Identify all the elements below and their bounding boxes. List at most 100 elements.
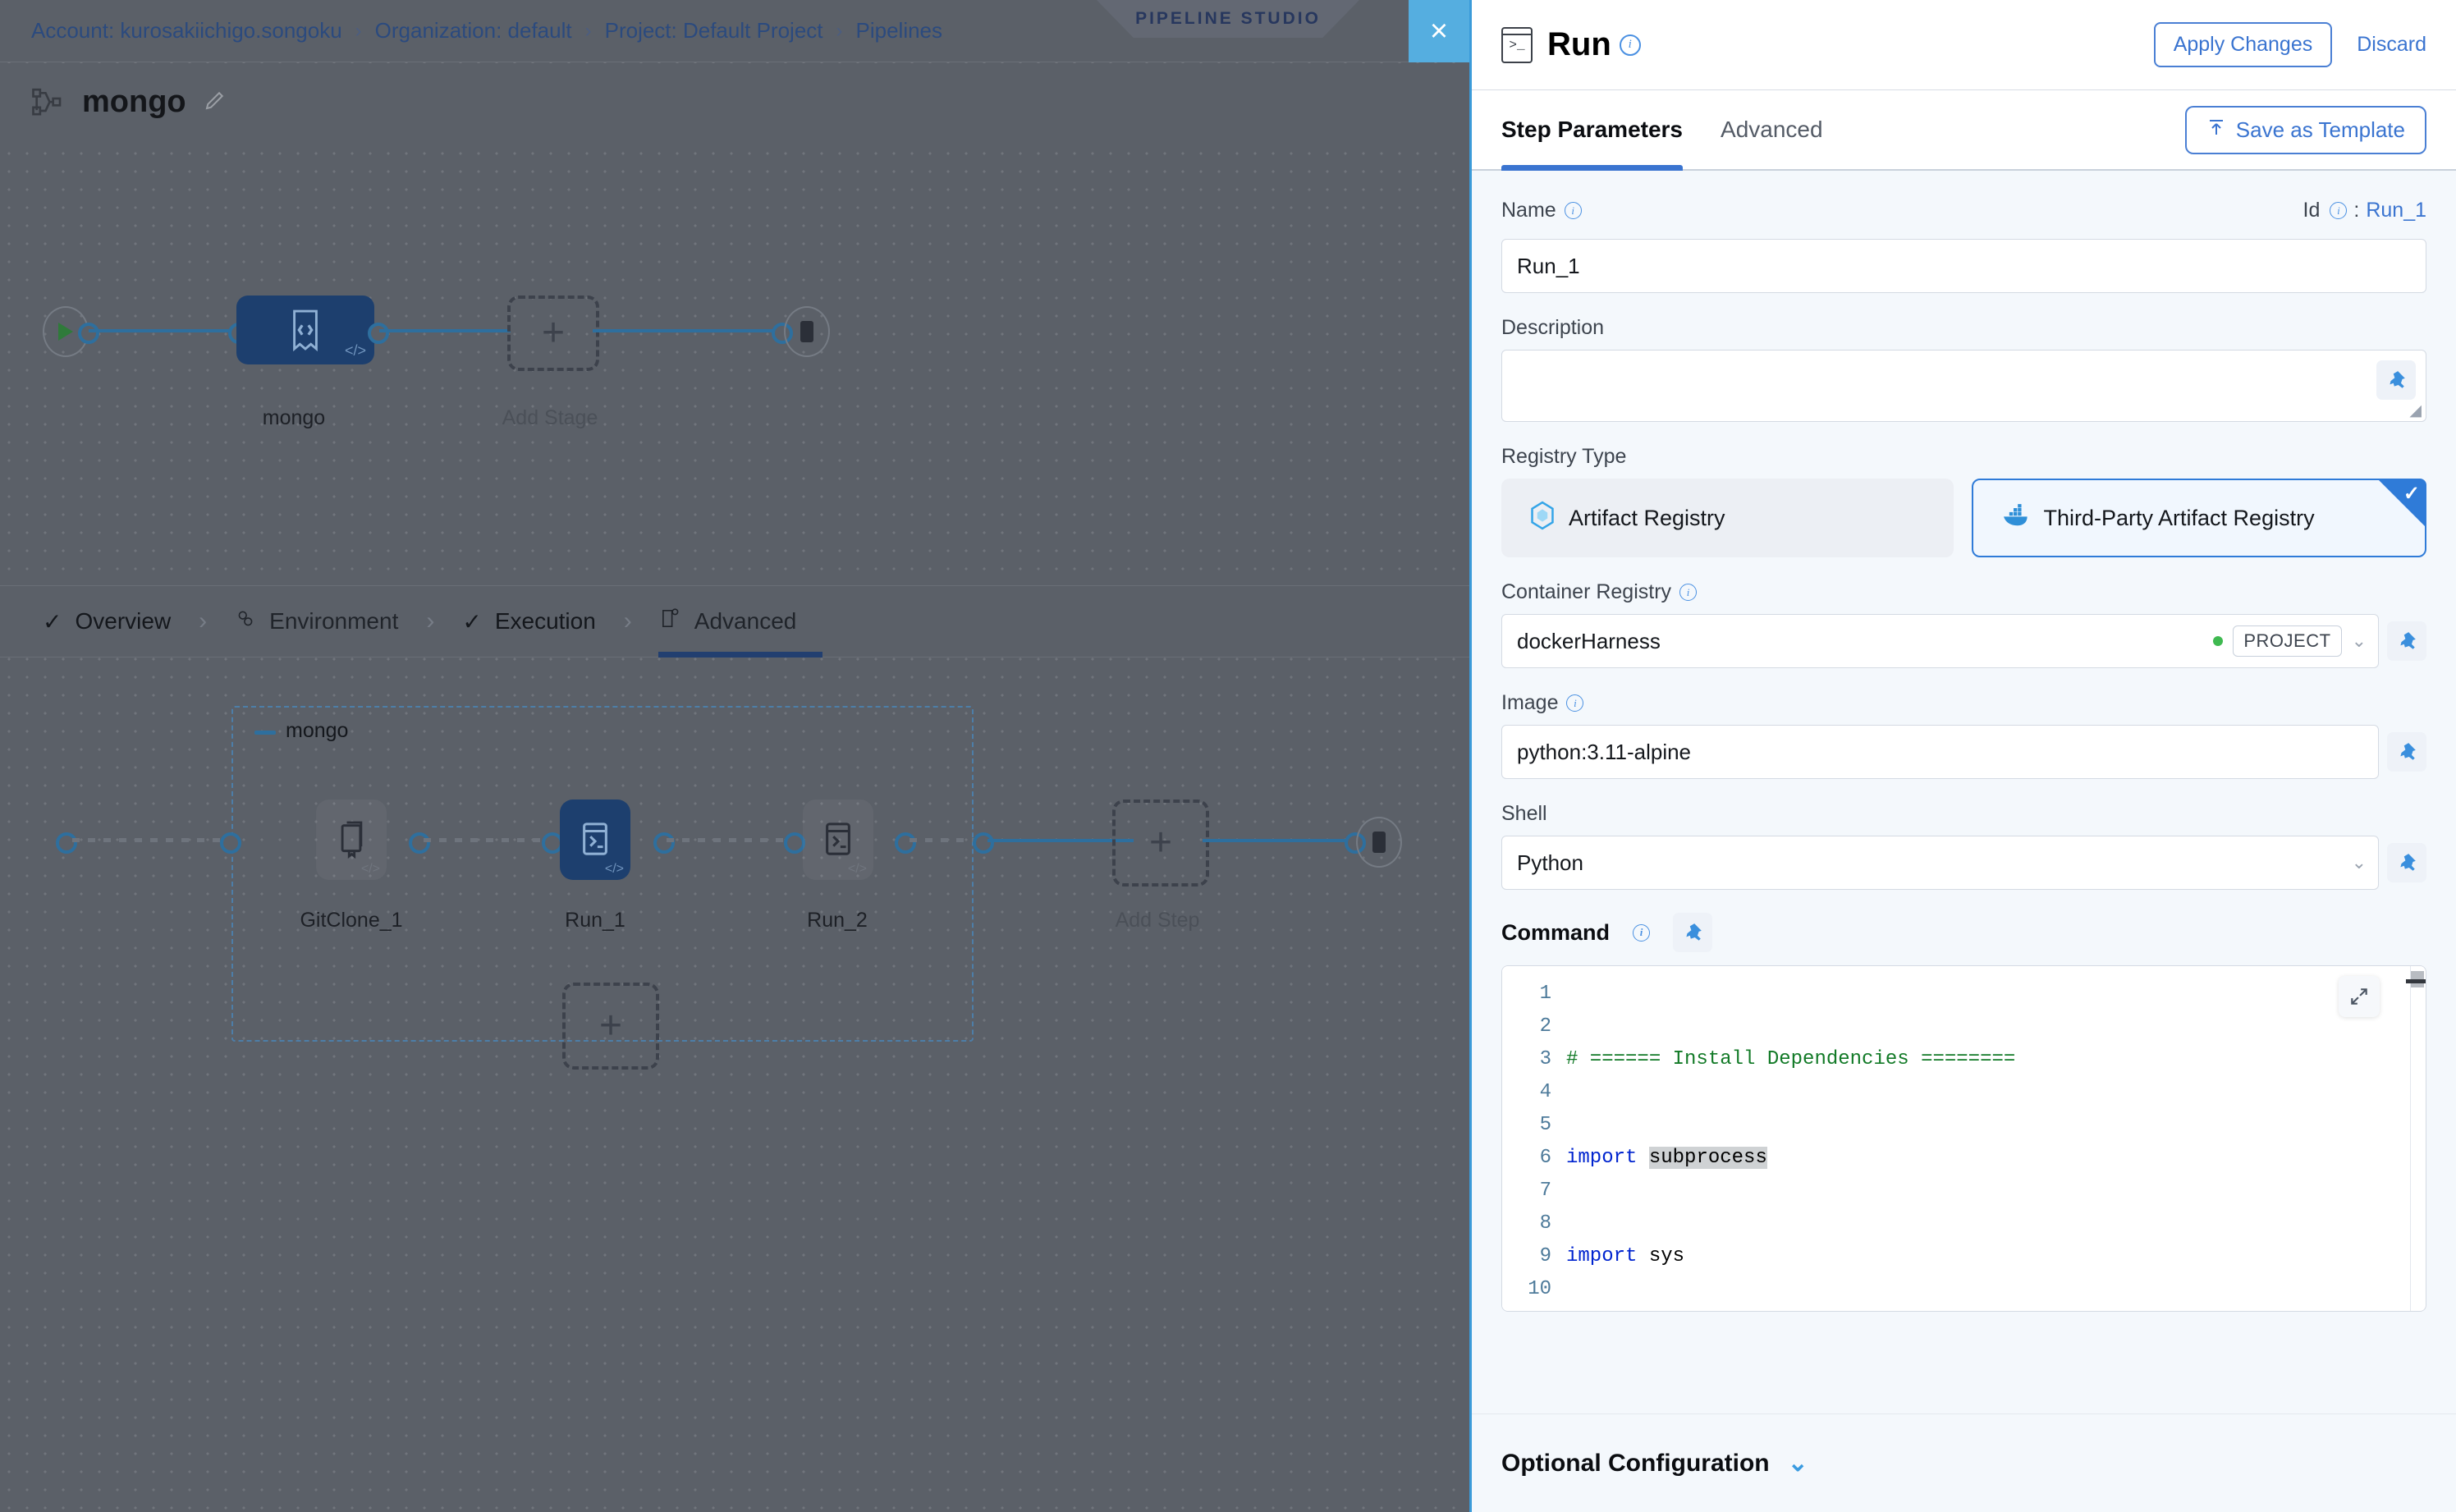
step-node-gitclone-1[interactable]: </>	[316, 800, 387, 880]
group-collapse-icon[interactable]	[254, 731, 276, 735]
tab-step-parameters[interactable]: Step Parameters	[1501, 90, 1684, 171]
breadcrumb-item-account[interactable]: Account: kurosakiichigo.songoku	[31, 18, 342, 43]
line-number-gutter: 1 2 3 4 5 6 7 8 9 10	[1502, 966, 1563, 1311]
close-icon[interactable]: ×	[1409, 0, 1469, 62]
chevron-right-icon: ›	[623, 607, 632, 635]
edge-addstep-to-end	[1203, 839, 1349, 842]
step-node-run-1[interactable]: </>	[560, 800, 630, 880]
image-pin-button[interactable]	[2387, 732, 2426, 772]
pencil-icon[interactable]	[203, 88, 227, 117]
gitclone-out-port	[409, 832, 430, 854]
tab-environment[interactable]: Environment	[235, 608, 398, 635]
panel-tab-bar: Step Parameters Advanced Save as Templat…	[1472, 90, 2456, 171]
tab-advanced[interactable]: Advanced	[660, 607, 797, 636]
edge-mongo-to-add	[379, 329, 511, 332]
breadcrumb-item-pipelines[interactable]: Pipelines	[855, 18, 943, 43]
step-group-mongo	[231, 706, 974, 1042]
tab-advanced-label: Advanced	[694, 608, 797, 634]
name-label-group: Name i	[1501, 199, 1582, 222]
shell-pin-button[interactable]	[2387, 843, 2426, 882]
stage-node-mongo[interactable]: </>	[236, 296, 374, 364]
terminal-icon: >_	[1501, 26, 1533, 63]
plus-icon: +	[1148, 821, 1173, 864]
step-label-run-1: Run_1	[565, 909, 625, 932]
name-input[interactable]: Run_1	[1501, 239, 2426, 293]
step-label-gitclone-1: GitClone_1	[300, 909, 403, 932]
save-as-template-button[interactable]: Save as Template	[2184, 105, 2426, 154]
chevron-right-icon: ›	[199, 607, 208, 635]
edge-start-to-mongo	[89, 329, 241, 332]
shell-value: Python	[1517, 850, 1583, 875]
line-number: 4	[1539, 1081, 1551, 1103]
line-number: 7	[1539, 1180, 1551, 1202]
command-pin-button[interactable]	[1673, 913, 1713, 952]
code-content[interactable]: # ====== Install Dependencies ======== i…	[1563, 966, 2426, 1311]
registry-option-artifact-registry[interactable]: Artifact Registry	[1501, 479, 1954, 557]
tab-overview[interactable]: ✓ Overview	[43, 608, 171, 635]
container-registry-label: Container Registry	[1501, 580, 1672, 603]
chevron-down-icon[interactable]: ⌄	[2351, 630, 2367, 651]
info-icon[interactable]: i	[1633, 923, 1651, 942]
image-label-group: Image i	[1501, 691, 2426, 715]
gitclone-in-port	[220, 832, 241, 854]
container-registry-pin-button[interactable]	[2387, 621, 2426, 661]
code-line: import sys	[1566, 1245, 1685, 1267]
image-input[interactable]: python:3.11-alpine	[1501, 725, 2379, 779]
discard-button[interactable]: Discard	[2357, 33, 2426, 56]
optional-configuration-section[interactable]: Optional Configuration ⌄	[1472, 1413, 2456, 1512]
editor-scrollbar[interactable]	[2410, 966, 2424, 1311]
pipeline-end-node	[784, 306, 830, 357]
harness-artifact-icon	[1529, 501, 1556, 536]
tab-advanced[interactable]: Advanced	[1721, 117, 1823, 142]
start-port	[78, 323, 99, 344]
info-icon[interactable]: i	[1619, 34, 1641, 56]
step-group-label: mongo	[286, 719, 349, 742]
description-pin-button[interactable]	[2376, 360, 2416, 400]
exec-end-node	[1356, 817, 1402, 868]
registry-type-label: Registry Type	[1501, 445, 1627, 468]
chevron-down-icon[interactable]: ⌄	[1787, 1450, 1808, 1477]
command-label-group: Command i	[1501, 913, 2426, 952]
stop-icon	[1372, 832, 1386, 853]
add-stage-button[interactable]: +	[507, 296, 599, 371]
id-separator: :	[2353, 199, 2360, 222]
edge-gitclone-to-run1	[424, 838, 545, 842]
edge-to-addstep	[987, 839, 1134, 842]
edge-run2-to-end	[910, 838, 977, 842]
apply-changes-button[interactable]: Apply Changes	[2153, 22, 2333, 67]
tab-execution[interactable]: ✓ Execution	[462, 608, 595, 635]
container-registry-select[interactable]: dockerHarness PROJECT ⌄	[1501, 614, 2379, 668]
group-out-port	[973, 832, 994, 854]
step-config-panel: >_ Run i Apply Changes Discard Step Para…	[1469, 0, 2456, 1512]
step-node-run-2[interactable]: </>	[803, 800, 873, 880]
stage-label-mongo: mongo	[262, 406, 326, 429]
chevron-right-icon: ›	[836, 19, 843, 42]
registry-option-third-party-artifact-registry[interactable]: Third-Party Artifact Registry	[1971, 479, 2426, 557]
info-icon[interactable]: i	[1566, 694, 1584, 712]
chevron-down-icon[interactable]: ⌄	[2351, 852, 2367, 873]
description-textarea[interactable]: ◢	[1501, 350, 2426, 422]
plus-icon: +	[541, 311, 566, 355]
shell-select[interactable]: Python ⌄	[1501, 836, 2379, 890]
command-code-editor[interactable]: 1 2 3 4 5 6 7 8 9 10 # ====== Install De…	[1501, 965, 2426, 1312]
breadcrumb-item-organization[interactable]: Organization: default	[374, 18, 572, 43]
page-title: mongo	[82, 85, 186, 119]
info-icon[interactable]: i	[1564, 202, 1582, 219]
info-icon[interactable]: i	[1679, 584, 1698, 601]
breadcrumb-item-project[interactable]: Project: Default Project	[604, 18, 823, 43]
container-registry-row: dockerHarness PROJECT ⌄	[1501, 614, 2426, 668]
code-line-1-text: # ====== Install Dependencies ========	[1566, 1048, 2016, 1070]
info-icon[interactable]: i	[2330, 202, 2348, 219]
chevron-right-icon: ›	[584, 19, 592, 42]
add-parallel-step-button[interactable]: +	[562, 983, 659, 1070]
code-line: import subprocess	[1566, 1147, 1767, 1169]
pipeline-icon	[31, 86, 64, 119]
expand-icon[interactable]	[2339, 976, 2380, 1017]
add-step-button[interactable]: +	[1112, 800, 1209, 887]
add-step-label: Add Step	[1115, 909, 1200, 932]
infrastructure-icon	[235, 608, 256, 635]
shell-row: Python ⌄	[1501, 836, 2426, 890]
canvas-dot-grid	[0, 0, 1469, 1512]
resize-handle[interactable]: ◢	[2409, 402, 2422, 419]
